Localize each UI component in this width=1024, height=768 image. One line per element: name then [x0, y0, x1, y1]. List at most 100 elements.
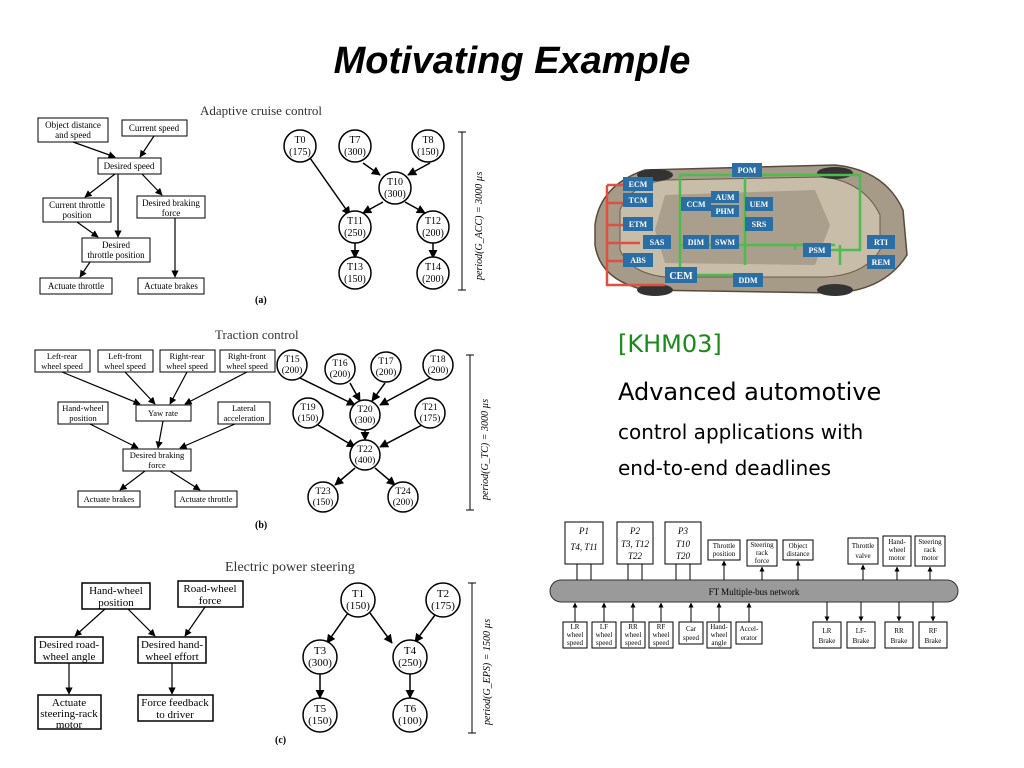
svg-text:LR: LR	[571, 623, 580, 631]
svg-text:Actuate: Actuate	[52, 697, 86, 709]
svg-text:Actuate brakes: Actuate brakes	[84, 494, 135, 504]
electric-power-steering-diagram: Electric power steering Hand-wheel posit…	[34, 560, 493, 745]
svg-text:Hand-: Hand-	[888, 538, 906, 546]
svg-text:(175): (175)	[431, 600, 455, 612]
svg-text:Desired: Desired	[102, 240, 130, 250]
svg-text:speed: speed	[653, 639, 669, 647]
svg-text:T15: T15	[284, 355, 300, 365]
svg-text:T20: T20	[357, 405, 373, 415]
svg-text:Yaw rate: Yaw rate	[148, 408, 178, 418]
svg-text:(175): (175)	[289, 147, 311, 158]
panel-b-period: period(G_TC) = 3000 µs	[480, 399, 491, 501]
svg-text:speed: speed	[567, 639, 583, 647]
svg-text:T16: T16	[332, 359, 348, 369]
svg-text:Road-wheel: Road-wheel	[183, 583, 236, 595]
svg-text:Steering: Steering	[750, 541, 774, 549]
car-network-image: POM ECM TCM ETM SAS ABS CCM AUM PHM UEM …	[594, 163, 908, 296]
svg-text:LF-: LF-	[856, 627, 867, 635]
svg-text:distance: distance	[787, 550, 810, 558]
description-line-3: end-to-end deadlines	[618, 456, 832, 480]
svg-text:T22: T22	[357, 445, 373, 455]
svg-text:wheel speed: wheel speed	[226, 361, 269, 371]
svg-text:CEM: CEM	[669, 271, 693, 282]
svg-text:SAS: SAS	[650, 238, 665, 247]
svg-text:speed: speed	[683, 634, 699, 642]
svg-text:wheel: wheel	[889, 546, 906, 554]
svg-text:speed: speed	[625, 639, 641, 647]
svg-text:T1: T1	[352, 588, 364, 600]
svg-text:SRS: SRS	[752, 220, 767, 229]
adaptive-cruise-control-diagram: Adaptive cruise control Object distance …	[37, 103, 485, 306]
svg-text:(150): (150)	[313, 497, 334, 508]
svg-text:PSM: PSM	[809, 246, 826, 255]
svg-text:ABS: ABS	[630, 256, 646, 265]
svg-text:Desired speed: Desired speed	[104, 161, 155, 171]
svg-text:T10: T10	[387, 177, 403, 188]
svg-text:(150): (150)	[417, 147, 439, 158]
svg-text:rack: rack	[924, 546, 937, 554]
panel-b-label: (b)	[255, 520, 267, 531]
svg-text:(200): (200)	[393, 497, 414, 508]
svg-text:TCM: TCM	[629, 196, 648, 205]
svg-text:CCM: CCM	[686, 200, 706, 209]
svg-text:RTI: RTI	[874, 238, 888, 247]
svg-text:T17: T17	[378, 357, 394, 367]
svg-text:motor: motor	[922, 554, 939, 562]
traction-control-diagram: Traction control Left-rear wheel speed L…	[34, 327, 491, 531]
panel-c-title: Electric power steering	[225, 560, 355, 575]
svg-text:force: force	[162, 208, 180, 218]
svg-text:Right-front: Right-front	[228, 351, 267, 361]
svg-text:(150): (150)	[298, 413, 319, 424]
svg-text:Object: Object	[789, 542, 808, 550]
svg-text:T0: T0	[294, 135, 305, 146]
svg-text:DDM: DDM	[738, 276, 758, 285]
svg-text:position: position	[98, 597, 134, 609]
panel-c-label: (c)	[275, 735, 286, 745]
svg-text:(200): (200)	[428, 365, 449, 376]
svg-text:RR: RR	[894, 627, 904, 635]
svg-text:T7: T7	[349, 135, 360, 146]
description-line-1: Advanced automotive	[618, 378, 882, 406]
svg-text:T24: T24	[395, 487, 411, 497]
svg-text:Desired hand-: Desired hand-	[141, 639, 203, 651]
svg-text:force: force	[755, 557, 769, 565]
svg-text:T20: T20	[676, 551, 691, 561]
svg-text:P3: P3	[677, 526, 688, 536]
svg-text:T13: T13	[347, 262, 363, 273]
svg-text:(300): (300)	[308, 657, 332, 669]
svg-text:RF: RF	[657, 623, 666, 631]
svg-text:T14: T14	[425, 262, 441, 273]
svg-text:T8: T8	[422, 135, 433, 146]
svg-text:T11: T11	[347, 216, 363, 227]
svg-text:(250): (250)	[344, 228, 366, 239]
svg-text:Hand-: Hand-	[710, 623, 728, 631]
svg-text:T21: T21	[422, 403, 438, 413]
svg-text:Desired road-: Desired road-	[39, 639, 100, 651]
svg-text:Desired braking: Desired braking	[142, 198, 200, 208]
svg-text:motor: motor	[889, 554, 906, 562]
svg-text:(300): (300)	[355, 415, 376, 426]
svg-text:Brake: Brake	[853, 637, 870, 645]
svg-text:Throttle: Throttle	[713, 542, 736, 550]
svg-text:erator: erator	[741, 634, 758, 642]
svg-text:POM: POM	[738, 166, 757, 175]
svg-text:Lateral: Lateral	[232, 403, 257, 413]
svg-text:Car: Car	[686, 625, 697, 633]
svg-text:wheel speed: wheel speed	[166, 361, 209, 371]
svg-text:wheel: wheel	[653, 631, 670, 639]
svg-text:and speed: and speed	[55, 130, 91, 140]
svg-text:position: position	[62, 210, 92, 220]
svg-text:T2: T2	[437, 588, 449, 600]
panel-c-period: period(G_EPS) = 1500 µs	[482, 619, 493, 726]
svg-text:wheel: wheel	[596, 631, 613, 639]
svg-text:AUM: AUM	[715, 193, 735, 202]
svg-text:PHM: PHM	[716, 207, 735, 216]
svg-text:angle: angle	[711, 639, 726, 647]
svg-text:P2: P2	[629, 526, 640, 536]
svg-text:(150): (150)	[344, 274, 366, 285]
svg-text:steering-rack: steering-rack	[40, 708, 98, 720]
svg-text:(200): (200)	[422, 228, 444, 239]
svg-text:Throttle: Throttle	[852, 542, 875, 550]
svg-text:(300): (300)	[384, 189, 406, 200]
svg-text:(150): (150)	[308, 715, 332, 727]
